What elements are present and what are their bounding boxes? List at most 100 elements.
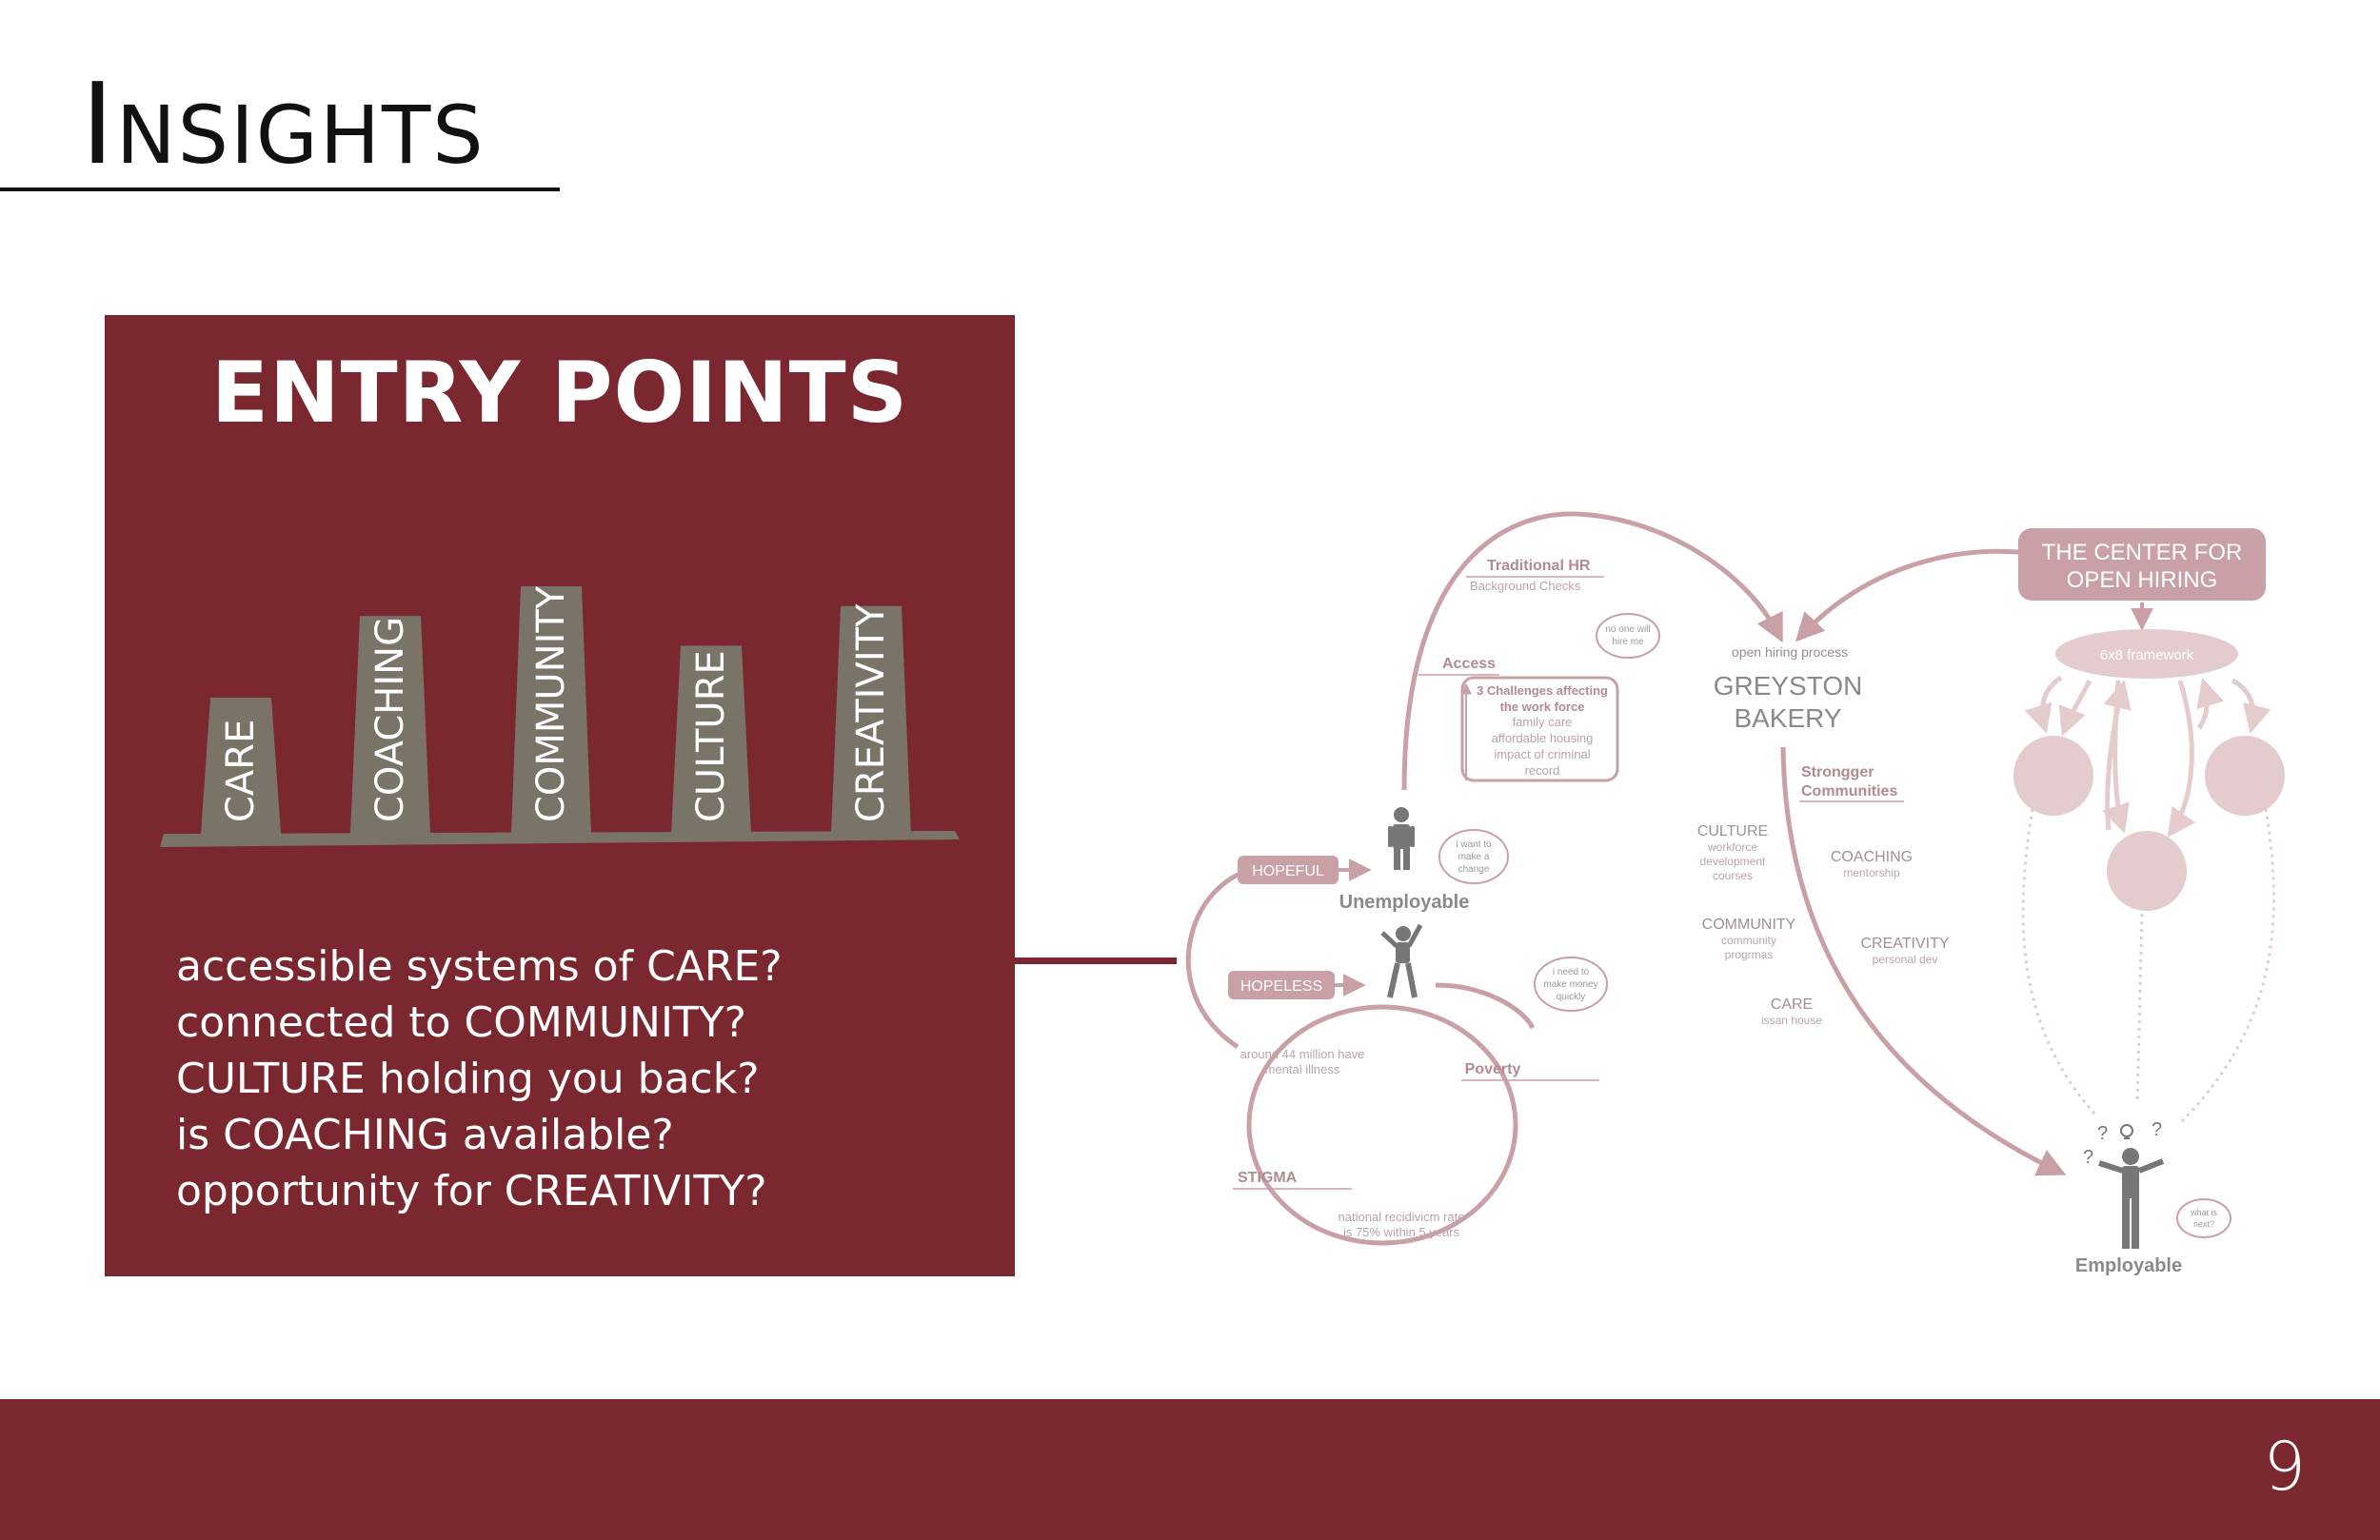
lightbulb-icon: [2120, 1124, 2133, 1139]
svg-text:i want to: i want to: [1456, 839, 1492, 850]
bar-base: [160, 831, 960, 847]
svg-text:no one will: no one will: [1605, 624, 1650, 635]
svg-text:make a: make a: [1458, 852, 1490, 862]
svg-text:affordable housing: affordable housing: [1492, 731, 1594, 745]
hopeless-arc: [1435, 982, 1536, 1030]
svg-text:the work force: the work force: [1500, 700, 1585, 714]
hopeless-tag: [1228, 971, 1335, 999]
svg-text:?: ?: [2097, 1123, 2108, 1144]
poverty-stigma-cycle: [1246, 1004, 1518, 1246]
framework-oval: [2055, 629, 2238, 679]
greyston-label-2: BAKERY: [1734, 703, 1841, 733]
svg-text:THE CENTER FOR: THE CENTER FOR: [2042, 540, 2243, 565]
entry-bar-coaching: [350, 616, 430, 834]
entry-bar-label: COMMUNITY: [529, 585, 573, 822]
framework-label: 6x8 framework: [2100, 647, 2194, 663]
framework-circle: [2013, 736, 2093, 816]
community-label: COMMUNITY: [1702, 917, 1796, 933]
svg-text:i need to: i need to: [1553, 967, 1590, 977]
stronger-communities-label-1: Strongger: [1801, 764, 1874, 780]
svg-text:personal dev: personal dev: [1873, 953, 1938, 966]
entry-points-panel: ENTRY POINTS CARE COACHING COMMUNITY CULTUR…: [105, 315, 1015, 1276]
thought-cloud: [1438, 829, 1509, 884]
hopeful-loop: [1185, 865, 1262, 1050]
greyston-label-1: GREYSTON: [1714, 671, 1863, 701]
connector-line: [1015, 958, 1177, 964]
title-underline: [0, 188, 560, 191]
svg-text:mental illness: mental illness: [1265, 1062, 1340, 1076]
thought-cloud: [1596, 613, 1660, 659]
employable-label: Employable: [2075, 1255, 2182, 1276]
svg-text:change: change: [1458, 864, 1490, 875]
page-number: 9: [2263, 1428, 2306, 1506]
svg-text:OPEN HIRING: OPEN HIRING: [2067, 567, 2218, 593]
question-item: connected to COMMUNITY?: [176, 998, 747, 1047]
poverty-label: Poverty: [1465, 1061, 1521, 1077]
care-label: CARE: [1771, 997, 1813, 1013]
creativity-label: CREATIVITY: [1860, 936, 1949, 952]
question-item: accessible systems of CARE?: [176, 942, 783, 991]
culture-label: CULTURE: [1697, 823, 1768, 839]
svg-text:quickly: quickly: [1557, 992, 1586, 1002]
traditional-hr-arc: [1401, 511, 1783, 791]
svg-text:national recidivicm rate: national recidivicm rate: [1339, 1210, 1465, 1224]
svg-text:next?: next?: [2193, 1219, 2214, 1229]
entry-bar-culture: [671, 645, 751, 834]
svg-text:mentorship: mentorship: [1843, 866, 1900, 879]
svg-text:what is: what is: [2190, 1208, 2218, 1217]
entry-bar-label: CARE: [219, 720, 263, 822]
challenges-box: [1460, 676, 1619, 782]
open-hiring-system-diagram: Traditional HR Background Checks Access …: [1185, 511, 2285, 1276]
svg-text:hire me: hire me: [1612, 637, 1644, 647]
slide-title: INSIGHTS: [81, 58, 486, 189]
svg-text:record: record: [1525, 763, 1560, 778]
svg-text:HOPELESS: HOPELESS: [1240, 978, 1322, 995]
access-label: Access: [1442, 656, 1496, 672]
question-item: is COACHING available?: [176, 1111, 674, 1159]
svg-text:workforce: workforce: [1707, 840, 1757, 854]
coaching-label: COACHING: [1831, 849, 1913, 865]
person-employable-icon: [2098, 1148, 2165, 1249]
framework-circle: [2107, 831, 2187, 911]
open-hiring-process-label: open hiring process: [1732, 644, 1848, 660]
person-hopeful-icon: [1388, 807, 1415, 870]
svg-text:progrmas: progrmas: [1725, 948, 1774, 961]
question-item: CULTURE holding you back?: [176, 1055, 760, 1103]
svg-text:?: ?: [2152, 1119, 2162, 1140]
svg-text:issan house: issan house: [1761, 1014, 1822, 1027]
stronger-communities-label-2: Communities: [1801, 783, 1897, 800]
svg-text:courses: courses: [1713, 869, 1753, 882]
entry-bar-creativity: [831, 605, 911, 834]
traditional-hr-label: Traditional HR: [1487, 558, 1591, 574]
thought-cloud: [1534, 957, 1608, 1012]
entry-bar-label: CULTURE: [689, 650, 733, 822]
svg-text:family care: family care: [1513, 715, 1573, 729]
thought-cloud: [2176, 1198, 2231, 1238]
background-checks-label: Background Checks: [1470, 579, 1581, 593]
greyston-to-employable-arc: [1780, 746, 2067, 1176]
entry-points-bar-graphic: CARE COACHING COMMUNITY CULTURE CREATIVITY: [160, 585, 960, 847]
footer-bar: 9: [0, 1399, 2380, 1540]
svg-text:development: development: [1700, 855, 1766, 868]
entry-bar-community: [511, 586, 591, 834]
hopeful-tag: [1238, 856, 1339, 884]
framework-circle: [2205, 736, 2285, 816]
svg-text:?: ?: [2083, 1147, 2093, 1168]
person-hopeless-icon: [1380, 923, 1423, 998]
entry-points-title: ENTRY POINTS: [210, 344, 909, 442]
entry-bar-care: [201, 698, 281, 834]
entry-questions-list: accessible systems of CARE? connected to…: [176, 938, 783, 1219]
stigma-label: STIGMA: [1238, 1170, 1298, 1186]
svg-text:make money: make money: [1543, 979, 1597, 990]
svg-text:impact of criminal: impact of criminal: [1494, 747, 1590, 761]
svg-text:is 75% within 5 years: is 75% within 5 years: [1343, 1225, 1460, 1239]
entry-bar-label: CREATIVITY: [849, 603, 893, 822]
svg-text:3 Challenges affecting: 3 Challenges affecting: [1477, 683, 1608, 698]
svg-text:around 44 million have: around 44 million have: [1240, 1047, 1365, 1061]
unemployable-label: Unemployable: [1339, 892, 1470, 913]
center-for-open-hiring-box: [2018, 528, 2266, 601]
question-item: opportunity for CREATIVITY?: [176, 1167, 767, 1215]
center-to-greyston-arc: [1795, 548, 2019, 642]
svg-text:HOPEFUL: HOPEFUL: [1252, 863, 1324, 879]
entry-bar-label: COACHING: [368, 617, 412, 822]
